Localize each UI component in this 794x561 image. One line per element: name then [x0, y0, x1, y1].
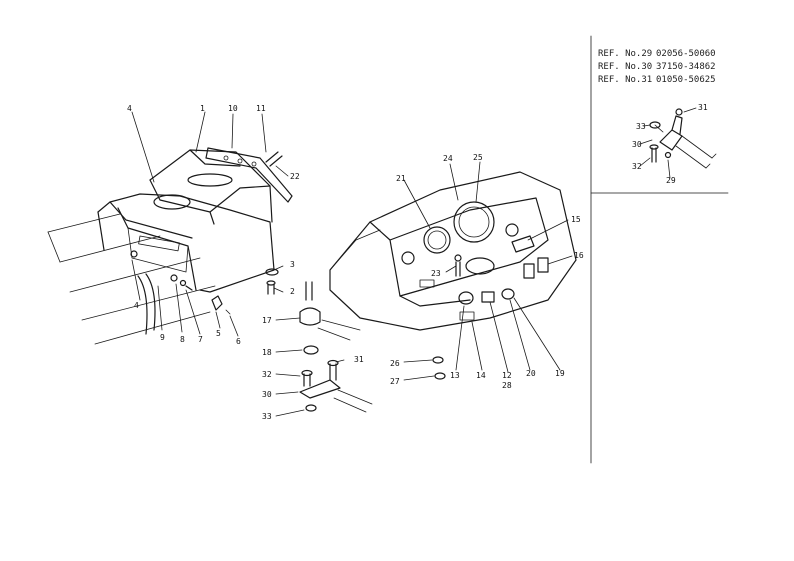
- hood-assembly: [47, 147, 293, 345]
- callout-4-top: 4: [127, 104, 132, 113]
- ref-29-label: REF. No.29: [598, 49, 652, 59]
- callout-22: 22: [290, 172, 300, 181]
- callout-7: 7: [198, 335, 203, 344]
- callout-11: 11: [256, 104, 266, 113]
- callout-1: 1: [200, 104, 205, 113]
- callout-20: 20: [526, 369, 536, 378]
- ref-30-part: 37150-34862: [656, 62, 716, 72]
- instrument-panel: [329, 171, 577, 380]
- leader-lines: [131, 111, 573, 417]
- reference-table: REF. No.29 02056-50060 REF. No.30 37150-…: [598, 49, 716, 85]
- callout-14: 14: [476, 371, 486, 380]
- callout-24: 24: [443, 154, 453, 163]
- callout-15: 15: [571, 215, 581, 224]
- callout-9: 9: [160, 333, 165, 342]
- callout-27: 27: [390, 377, 400, 386]
- callout-2: 2: [290, 287, 295, 296]
- callout-8: 8: [180, 335, 185, 344]
- detail-callout-29: 29: [666, 176, 676, 185]
- callout-18: 18: [262, 348, 272, 357]
- callout-28: 28: [502, 381, 512, 390]
- callout-13: 13: [450, 371, 460, 380]
- callout-4-bottom: 4: [134, 301, 139, 310]
- callout-32: 32: [262, 370, 272, 379]
- callout-12: 12: [502, 371, 512, 380]
- callout-30: 30: [262, 390, 272, 399]
- detail-callout-31: 31: [698, 103, 708, 112]
- detail-callout-32: 32: [632, 162, 642, 171]
- callout-6: 6: [236, 337, 241, 346]
- detail-callout-30: 30: [632, 140, 642, 149]
- detail-callout-33: 33: [636, 122, 646, 131]
- ref-31-part: 01050-50625: [656, 75, 716, 85]
- callout-10: 10: [228, 104, 238, 113]
- callout-16: 16: [574, 251, 584, 260]
- ref-31-label: REF. No.31: [598, 75, 652, 85]
- callout-labels: 1 10 11 22 4 3 2 4 9 8 7 5 6 17 18 31 32…: [127, 104, 584, 421]
- callout-21: 21: [396, 174, 406, 183]
- callout-3: 3: [290, 260, 295, 269]
- callout-33: 33: [262, 412, 272, 421]
- detail-bracket-assembly: 31 33 30 32 29: [632, 103, 717, 185]
- mounting-parts-stack: [265, 268, 373, 413]
- callout-17: 17: [262, 316, 272, 325]
- callout-25: 25: [473, 153, 483, 162]
- callout-19: 19: [555, 369, 565, 378]
- callout-23: 23: [431, 269, 441, 278]
- callout-31: 31: [354, 355, 364, 364]
- callout-26: 26: [390, 359, 400, 368]
- ref-29-part: 02056-50060: [656, 49, 716, 59]
- ref-30-label: REF. No.30: [598, 62, 652, 72]
- callout-5: 5: [216, 329, 221, 338]
